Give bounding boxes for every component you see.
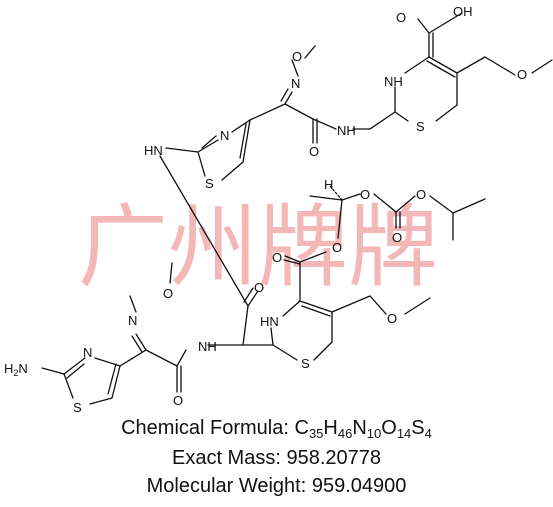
label-o: O <box>416 187 426 202</box>
formula-count: 10 <box>366 426 382 441</box>
label-oh: OH <box>453 4 473 19</box>
molecular-weight: Molecular Weight: 959.04900 <box>146 475 407 497</box>
label-o: O <box>292 49 302 64</box>
label-n: N <box>291 76 300 91</box>
label-h: H <box>324 177 333 192</box>
label-hn: HN <box>144 143 163 158</box>
atom-labels: OH O NH S O NH O N O N S HN H O O O O O … <box>4 4 527 415</box>
formula-element: H <box>323 417 338 439</box>
label-o: O <box>163 286 173 301</box>
label-s: S <box>416 119 425 134</box>
label-nh: NH <box>337 123 356 138</box>
label-hn: HN <box>260 314 279 329</box>
formula-element: S <box>411 417 425 439</box>
label-o: O <box>517 67 527 82</box>
label-n: N <box>83 345 92 360</box>
label-s: S <box>73 400 82 415</box>
label-h2n: H2N <box>4 361 28 378</box>
label-o: O <box>254 280 264 295</box>
label-n: N <box>128 313 137 328</box>
formula-element: O <box>381 417 397 439</box>
label-o: O <box>272 250 282 265</box>
bonds <box>41 12 553 405</box>
exact-mass: Exact Mass: 958.20778 <box>171 447 382 469</box>
label-o: O <box>173 393 183 408</box>
label-o: O <box>392 230 402 245</box>
label-nh: NH <box>198 339 217 354</box>
label-s: S <box>205 176 214 191</box>
label-nh: NH <box>384 74 403 89</box>
chemical-formula: Chemical Formula: C35H46N10O14S4 <box>121 417 432 441</box>
formula-element: N <box>352 417 367 439</box>
watermark-text: 广州牌牌 <box>78 195 438 300</box>
formula-count: 46 <box>337 426 353 441</box>
formula-count: 35 <box>308 426 324 441</box>
label-s: S <box>301 356 310 371</box>
label-n: N <box>220 128 229 143</box>
formula-count: 14 <box>396 426 412 441</box>
label-o: O <box>360 187 370 202</box>
label-o: O <box>396 10 406 25</box>
formula-count: 4 <box>424 426 432 441</box>
label-o: O <box>332 240 342 255</box>
label-o: O <box>309 144 319 159</box>
label-o: O <box>387 311 397 326</box>
formula-element: C <box>294 417 309 439</box>
